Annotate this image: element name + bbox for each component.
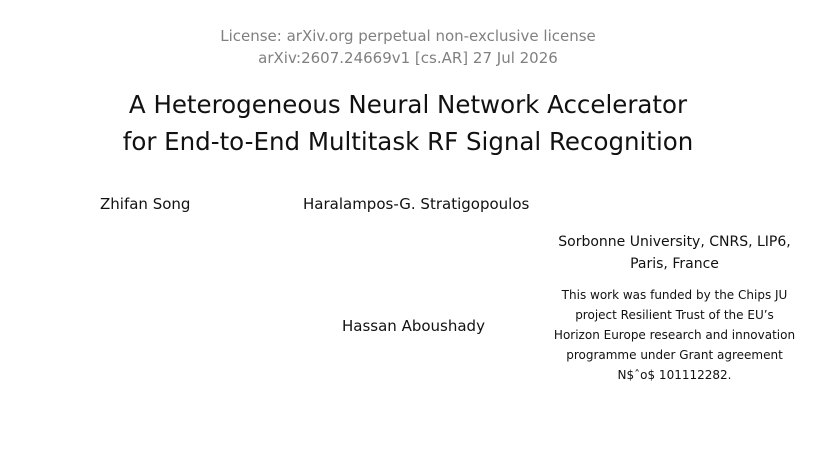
funding-footnote: This work was funded by the Chips JU pro…: [553, 288, 796, 382]
license-notice: License: arXiv.org perpetual non-exclusi…: [0, 25, 816, 69]
author-name: Haralampos-G. Stratigopoulos: [303, 195, 530, 213]
arxiv-identifier: arXiv:2607.24669v1 [cs.AR] 27 Jul 2026: [258, 49, 558, 67]
paper-title: A Heterogeneous Neural Network Accelerat…: [0, 86, 816, 160]
paper-title-line-2: for End-to-End Multitask RF Signal Recog…: [122, 127, 694, 156]
author-name: Hassan Aboushady: [342, 317, 485, 335]
license-line: License: arXiv.org perpetual non-exclusi…: [220, 27, 596, 45]
author-name: Zhifan Song: [100, 195, 191, 213]
paper-title-line-1: A Heterogeneous Neural Network Accelerat…: [128, 90, 688, 119]
author-affiliation: Sorbonne University, CNRS, LIP6, Paris, …: [558, 234, 791, 272]
